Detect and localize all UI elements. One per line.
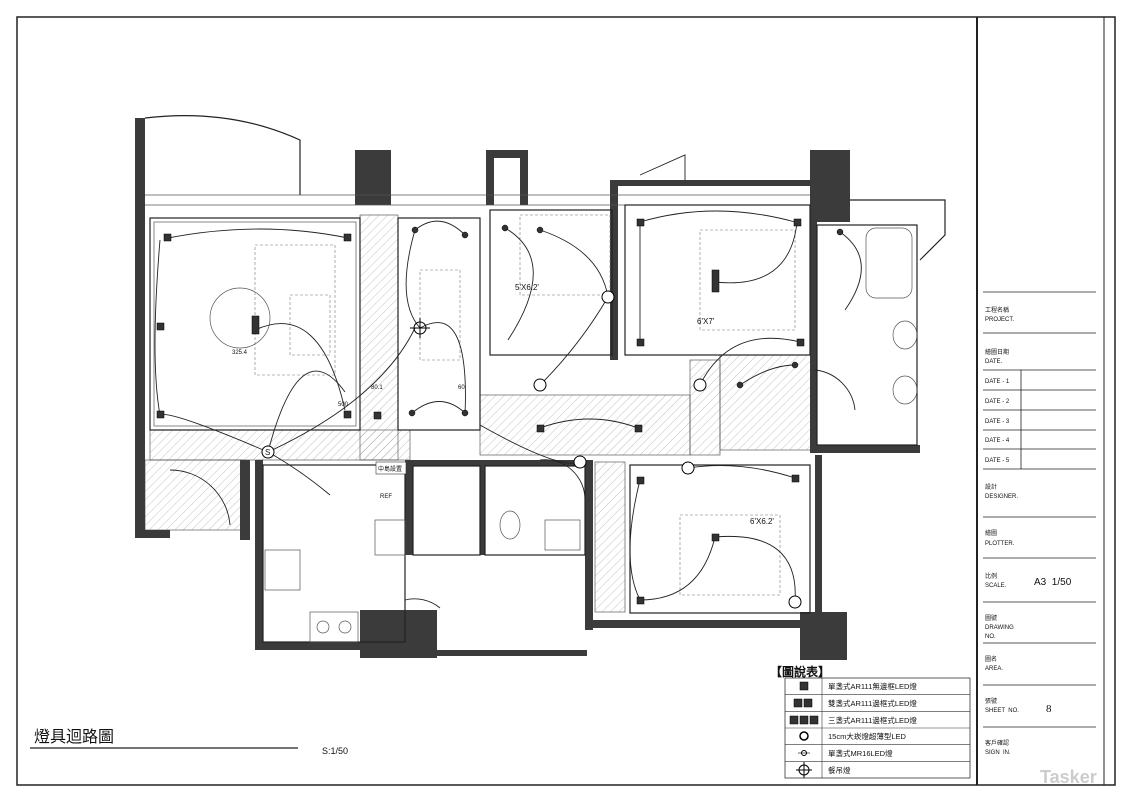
drawing-scale: S:1/50	[322, 746, 348, 756]
bedroom-1-size: 5'X6.2'	[515, 283, 539, 292]
scale-value: A3 1/50	[1034, 577, 1072, 588]
wardrobe-hatch	[594, 461, 626, 613]
living-room	[149, 217, 361, 431]
bedroom-3-size: 6'X6.2'	[750, 517, 774, 526]
date-row-3: DATE - 3	[985, 419, 1010, 425]
basin	[892, 375, 918, 405]
designer-label: DESIGNER.	[985, 494, 1018, 500]
bedroom-2-size: 6'X7'	[697, 317, 715, 326]
fridge	[374, 519, 406, 556]
pendant-icon	[796, 762, 812, 778]
basin	[544, 519, 581, 551]
column	[800, 612, 847, 660]
date-row-5: DATE - 5	[985, 458, 1010, 464]
entry-hatch	[144, 459, 246, 531]
sheet-label-zh: 張號	[985, 697, 997, 705]
project-label: PROJECT.	[985, 317, 1014, 323]
drawing-no-label-2: NO.	[985, 634, 996, 640]
legend-label: 三盞式AR111邊框式LED燈	[828, 715, 917, 725]
lamp-markers	[156, 218, 844, 607]
date-row-4: DATE - 4	[985, 438, 1010, 444]
closet-hatch	[689, 359, 721, 456]
island-label: 中島設置	[378, 465, 402, 473]
powder-room	[412, 465, 481, 556]
downlight-15cm-icon	[799, 731, 809, 741]
bathroom-2	[484, 465, 586, 556]
plotter-label: PLOTTER.	[985, 541, 1015, 547]
column	[355, 150, 391, 205]
legend: 【圖說表】 單盞式AR111無邊框LED燈 雙盞式AR111邊框式LED燈 三盞…	[770, 664, 971, 779]
legend-label: 15cm大崁燈超薄型LED	[828, 731, 907, 741]
area-label-zh: 圖名	[985, 655, 997, 663]
watermark: Tasker	[1040, 767, 1097, 787]
date-row-2: DATE - 2	[985, 399, 1010, 405]
fridge-label: REF	[380, 494, 392, 500]
scale-label-zh: 比例	[985, 572, 997, 580]
floor-plan: S 5'X6.2' 6'X7' 6'X6.2' 325.4 80.1 60 50…	[135, 115, 946, 660]
drawing-no-label-zh: 圖號	[985, 614, 997, 622]
stove	[309, 611, 359, 643]
dimension-small: 500	[338, 402, 349, 408]
single-ar111-icon	[799, 681, 809, 691]
switch-label: S	[265, 448, 270, 457]
date-row-1: DATE - 1	[985, 379, 1010, 385]
sheet-border	[16, 16, 1116, 786]
dining-room	[397, 217, 481, 431]
bedroom-1	[489, 209, 613, 356]
drawing-title: 燈具迴路圖	[34, 728, 114, 746]
legend-label: 雙盞式AR111邊框式LED燈	[828, 698, 917, 708]
dimension-living: 325.4	[232, 350, 248, 356]
hallway-hatch	[479, 394, 691, 456]
scale-label: SCALE.	[985, 583, 1007, 589]
title-block: 工程名稱 PROJECT. 繪圖日期 DATE. DATE - 1 DATE -…	[983, 291, 1096, 756]
date-label-zh: 繪圖日期	[985, 348, 1009, 356]
double-ar111-icon	[793, 698, 813, 708]
plotter-label-zh: 繪圖	[985, 529, 997, 537]
sign-label-zh: 客戶確認	[985, 739, 1009, 747]
sign-label: SIGN IN.	[985, 750, 1011, 756]
sheet-value: 8	[1046, 703, 1052, 715]
column	[360, 610, 437, 658]
legend-label: 單盞式MR16LED燈	[828, 748, 893, 758]
project-label-zh: 工程名稱	[985, 306, 1009, 314]
closet-hatch	[719, 354, 816, 451]
drawing-no-label: DRAWING	[985, 625, 1014, 631]
legend-label: 單盞式AR111無邊框LED燈	[828, 681, 917, 691]
switch-markers: S	[261, 290, 802, 609]
bedroom-3	[629, 464, 811, 614]
dimension-dining-2: 60	[458, 385, 465, 391]
column	[810, 150, 850, 222]
bedroom-2	[624, 204, 811, 356]
wall-hatch	[359, 214, 399, 461]
toilet	[892, 320, 918, 350]
toilet	[499, 510, 521, 540]
sheet-label: SHEET NO.	[985, 708, 1019, 714]
mr16-icon	[798, 750, 810, 756]
bathtub	[865, 227, 913, 299]
legend-header: 【圖說表】	[770, 664, 830, 679]
bathroom	[816, 224, 918, 446]
dimension-dining: 80.1	[371, 385, 383, 391]
date-label: DATE.	[985, 359, 1003, 365]
area-label: AREA.	[985, 666, 1003, 672]
designer-label-zh: 設計	[985, 483, 997, 491]
legend-label: 餐吊燈	[828, 765, 851, 775]
triple-ar111-icon	[789, 715, 819, 725]
